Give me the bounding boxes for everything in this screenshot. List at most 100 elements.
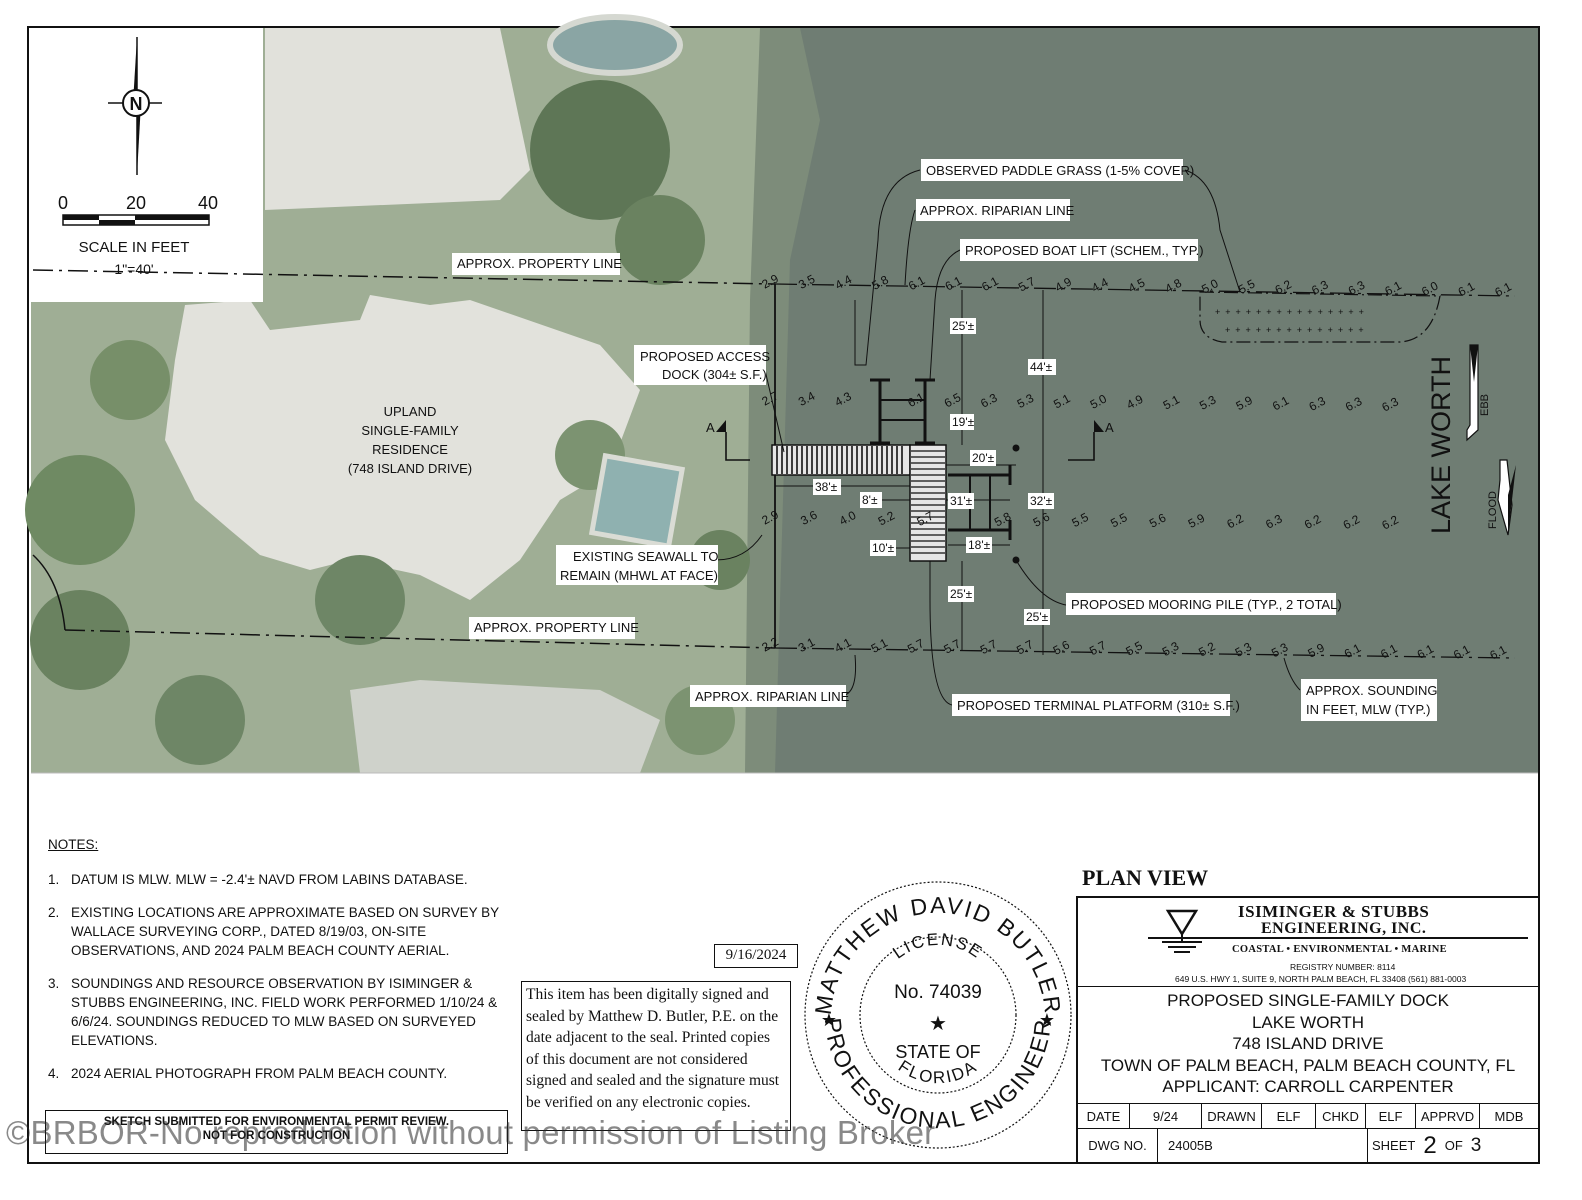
svg-text:RESIDENCE: RESIDENCE [372,442,448,457]
callout-paddle-grass: OBSERVED PADDLE GRASS (1-5% COVER) [926,163,1194,178]
svg-text:40: 40 [198,193,218,213]
dim-44ft: 44'± [1030,360,1053,374]
svg-text:FLOOD: FLOOD [1487,491,1499,529]
paddle-grass-hatch: + + + + + + + + + + + + + + + + + + + + … [1215,307,1364,335]
dim-25ft-north: 25'± [952,319,975,333]
svg-text:★: ★ [1039,1010,1055,1030]
mooring-pile [1012,444,1020,452]
leader-lines [715,169,1301,706]
svg-text:20: 20 [126,193,146,213]
firm-name: ISIMINGER & STUBBS [1238,902,1430,921]
boat-lift-south [948,465,1012,540]
note-item: 2.EXISTING LOCATIONS ARE APPROXIMATE BAS… [48,905,499,958]
digital-signature-statement: This item has been digitally signed and … [521,981,791,1131]
plan-view-title: PLAN VIEW [1082,865,1209,890]
title-block: ISIMINGER & STUBBS ENGINEERING, INC. COA… [1076,896,1540,1164]
firm-header: ISIMINGER & STUBBS ENGINEERING, INC. COA… [1078,898,1538,987]
tide-arrows: EBB FLOOD [1466,344,1516,536]
label-lake-worth: LAKE WORTH [1426,356,1456,534]
dim-25ft-mooring: 25'± [1026,610,1049,624]
svg-text:DOCK (304± S.F.): DOCK (304± S.F.) [662,367,767,382]
drawing-number-row: DWG NO. 24005B SHEET 2 OF 3 [1078,1129,1538,1162]
svg-text:REMAIN (MHWL AT FACE): REMAIN (MHWL AT FACE) [560,568,718,583]
dim-38ft: 38'± [815,480,838,494]
callout-riparian-north: APPROX. RIPARIAN LINE [920,203,1075,218]
note-item: 4.2024 AERIAL PHOTOGRAPH FROM PALM BEACH… [48,1066,448,1081]
scale-panel [31,28,263,302]
tree [615,195,705,285]
engineer-seal: MATTHEW DAVID BUTLER PROFESSIONAL ENGINE… [804,881,1072,1149]
callout-terminal-platform: PROPOSED TERMINAL PLATFORM (310± S.F.) [957,698,1240,713]
svg-text:(748 ISLAND DRIVE): (748 ISLAND DRIVE) [348,461,472,476]
tree [90,340,170,420]
notes-heading: NOTES: [48,837,99,852]
svg-text:EBB: EBB [1479,394,1491,416]
dim-10ft: 10'± [872,541,895,555]
callout-property-line-south: APPROX. PROPERTY LINE [474,620,639,635]
callout-riparian-south: APPROX. RIPARIAN LINE [695,689,850,704]
north-arrow: N [108,37,162,175]
note-item: 3.SOUNDINGS AND RESOURCE OBSERVATION BY … [48,976,498,1048]
riparian-line-north [774,283,1516,297]
svg-text:0: 0 [58,193,68,213]
firm-address: 649 U.S. HWY 1, SUITE 9, NORTH PALM BEAC… [1175,974,1467,984]
neighbor-pool [547,14,683,76]
callout-boat-lift: PROPOSED BOAT LIFT (SCHEM., TYP.) [965,243,1204,258]
watermark: ©BRBOR-No reproduction without permissio… [6,1114,936,1151]
neighbor-roof-south [350,680,660,773]
scale-ratio: 1"=40' [114,261,153,277]
seal-license-number: No. 74039 [894,982,982,1003]
callout-sounding: APPROX. SOUNDING [1306,683,1437,698]
svg-text:SINGLE-FAMILY: SINGLE-FAMILY [361,423,459,438]
note-item: 1.DATUM IS MLW. MLW = -2.4'± NAVD FROM L… [48,872,468,887]
sheet-number: 2 [1423,1131,1437,1159]
revision-row: DATE 9/24 DRAWN ELF CHKD ELF APPRVD MDB [1078,1103,1538,1129]
seal-state: STATE OF [895,1042,980,1062]
dim-19ft: 19'± [952,415,975,429]
pool [588,452,686,550]
property-line-north [32,269,776,285]
section-marker-west: A [706,420,750,461]
paddle-grass-area [1199,291,1441,343]
signature-date: 9/16/2024 [714,944,798,968]
residence-roof [165,295,640,600]
dim-32ft: 32'± [1030,494,1053,508]
firm-registry: REGISTRY NUMBER: 8114 [1290,962,1396,972]
dim-8ft: 8'± [862,493,878,507]
tree [30,590,130,690]
firm-logo-icon [1162,909,1202,953]
scale-label: SCALE IN FEET [79,239,190,256]
riparian-line-south [774,647,1516,659]
dim-18ft: 18'± [968,538,991,552]
project-description: PROPOSED SINGLE-FAMILY DOCK LAKE WORTH 7… [1100,991,1516,1097]
tree [155,675,245,765]
callout-mooring-pile: PROPOSED MOORING PILE (TYP., 2 TOTAL) [1071,597,1342,612]
svg-text:★: ★ [929,1013,947,1035]
svg-text:LICENSE: LICENSE [889,930,986,963]
tree [530,80,670,220]
tree [25,455,135,565]
firm-specialties: COASTAL • ENVIRONMENTAL • MARINE [1232,944,1447,955]
dim-31ft: 31'± [950,494,973,508]
svg-text:A: A [706,420,715,435]
dimension-lines [775,290,1044,655]
sketch-disclaimer: SKETCH SUBMITTED FOR ENVIRONMENTAL PERMI… [45,1110,508,1154]
proposed-access-dock [771,444,911,476]
property-corner [32,554,66,631]
callout-seawall: EXISTING SEAWALL TO [573,549,718,564]
callout-access-dock: PROPOSED ACCESS [640,349,770,364]
svg-text:IN FEET, MLW (TYP.): IN FEET, MLW (TYP.) [1306,702,1430,717]
scale-bar: 0 20 40 SCALE IN FEET 1"=40' [58,193,218,277]
neighbor-roof-north [265,28,530,210]
property-line-south [64,629,776,649]
firm-name-2: ENGINEERING, INC. [1261,920,1427,937]
drawing-frame [27,26,1540,1164]
shoreline-vegetation [745,28,820,773]
svg-text:★: ★ [821,1010,837,1030]
dim-20ft: 20'± [972,451,995,465]
section-marker-east: A [1068,420,1114,461]
svg-text:+ + + + + + + + + +: + + + + + + + + + + + + + + + [1215,307,1364,317]
sheet-total: 3 [1470,1134,1482,1156]
north-label: N [130,94,143,114]
